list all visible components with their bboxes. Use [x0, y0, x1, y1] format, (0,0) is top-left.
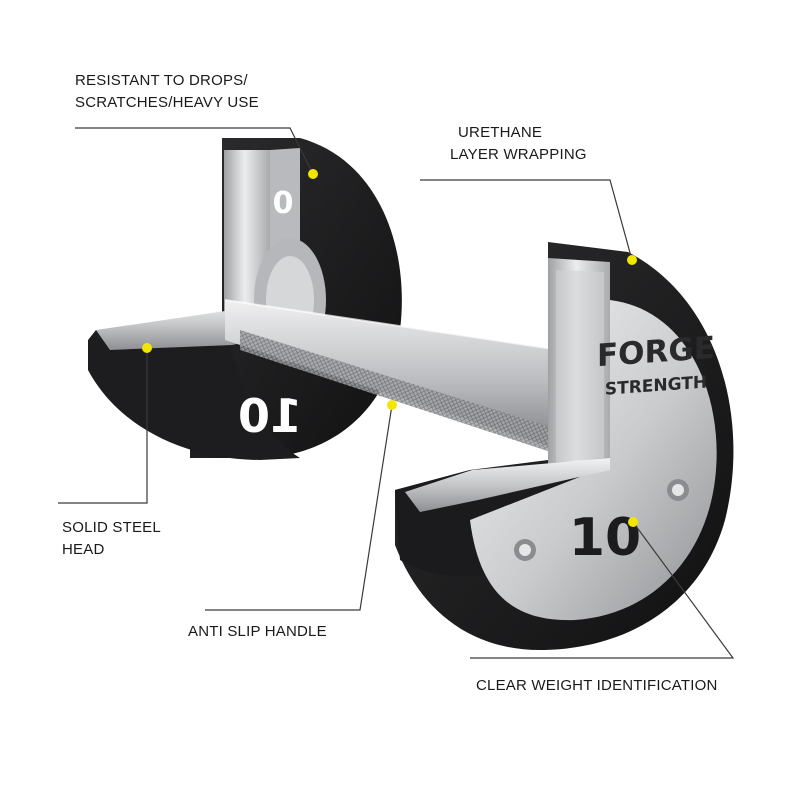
callout-drops-line2: SCRATCHES/HEAVY USE	[75, 94, 259, 111]
callout-handle-text: ANTI SLIP HANDLE	[188, 623, 327, 640]
back-head-top-number: 0	[273, 186, 294, 221]
back-dumbbell-head: 0 10	[88, 138, 402, 460]
handle-bar	[224, 299, 561, 455]
callout-weight-label: CLEAR WEIGHT IDENTIFICATION	[476, 675, 718, 697]
bolt-right	[667, 479, 689, 501]
marker-urethane	[627, 255, 637, 265]
callout-drops-label: RESISTANT TO DROPS/ SCRATCHES/HEAVY USE	[75, 70, 259, 114]
leader-urethane	[420, 179, 633, 261]
bolt-left	[514, 539, 536, 561]
callout-steel-label: SOLID STEEL HEAD	[62, 517, 161, 561]
callout-markers	[142, 169, 638, 527]
callout-drops-line1: RESISTANT TO DROPS/	[75, 72, 248, 89]
marker-weight	[628, 517, 638, 527]
callout-urethane-line2: LAYER WRAPPING	[450, 146, 587, 163]
leader-steel	[58, 348, 148, 504]
callout-steel-line2: HEAD	[62, 541, 105, 558]
callout-leader-lines	[58, 127, 735, 659]
callout-urethane-line1: URETHANE	[458, 124, 543, 141]
leader-drops	[75, 127, 314, 175]
front-head-weight-number: 10	[569, 508, 641, 568]
brand-logo-forge: FORGE	[597, 330, 715, 374]
callout-urethane-label: URETHANE LAYER WRAPPING	[450, 122, 587, 166]
callout-handle-label: ANTI SLIP HANDLE	[188, 621, 327, 643]
leader-handle	[205, 404, 393, 611]
marker-drops	[308, 169, 318, 179]
front-dumbbell-head: FORGE STRENGTH 10	[395, 242, 734, 650]
back-head-weight-number: 10	[238, 389, 302, 443]
marker-handle	[387, 400, 397, 410]
marker-steel	[142, 343, 152, 353]
callout-weight-text: CLEAR WEIGHT IDENTIFICATION	[476, 677, 718, 694]
leader-weight	[470, 521, 735, 659]
callout-steel-line1: SOLID STEEL	[62, 519, 161, 536]
